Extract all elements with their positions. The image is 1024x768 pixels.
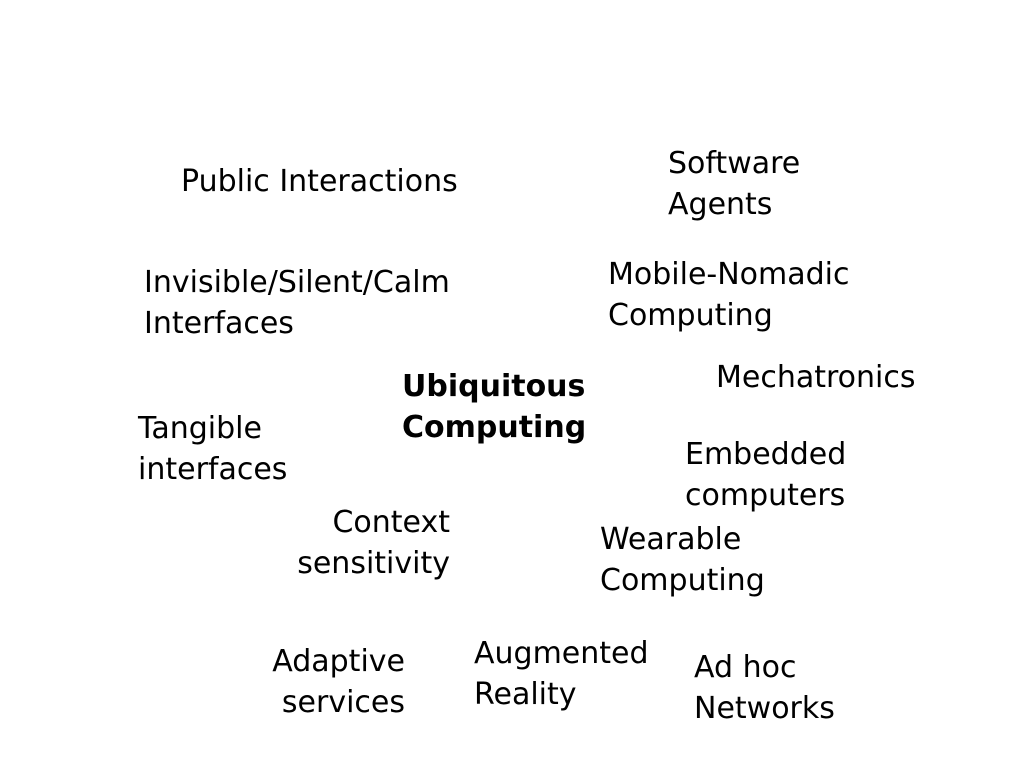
term-line: Augmented xyxy=(474,636,649,671)
term-embedded-computers: Embedded computers xyxy=(685,434,846,516)
term-adaptive-services: Adaptive services xyxy=(235,641,405,723)
term-invisible-interfaces: Invisible/Silent/Calm Interfaces xyxy=(144,262,450,344)
term-line: Computing xyxy=(402,410,587,445)
term-line: interfaces xyxy=(138,452,288,487)
term-augmented-reality: Augmented Reality xyxy=(474,633,649,715)
term-wearable-computing: Wearable Computing xyxy=(600,519,765,601)
term-line: computers xyxy=(685,478,846,513)
term-line: Public Interactions xyxy=(181,164,458,199)
term-line: Agents xyxy=(668,187,773,222)
term-line: Embedded xyxy=(685,437,847,472)
term-software-agents: Software Agents xyxy=(668,143,800,225)
term-line: Adaptive xyxy=(272,644,405,679)
term-line: services xyxy=(281,685,405,720)
term-mechatronics: Mechatronics xyxy=(716,357,916,398)
term-line: Wearable xyxy=(600,522,742,557)
term-line: Reality xyxy=(474,677,577,712)
term-line: Invisible/Silent/Calm xyxy=(144,265,450,300)
term-mobile-nomadic-computing: Mobile-Nomadic Computing xyxy=(608,254,850,336)
term-line: Interfaces xyxy=(144,306,294,341)
term-public-interactions: Public Interactions xyxy=(181,161,458,202)
term-line: Ad hoc xyxy=(694,650,797,685)
term-line: Computing xyxy=(600,563,765,598)
term-line: Context xyxy=(332,505,450,540)
term-ad-hoc-networks: Ad hoc Networks xyxy=(694,647,835,729)
term-line: Ubiquitous xyxy=(402,369,586,404)
term-line: Networks xyxy=(694,691,835,726)
term-context-sensitivity: Context sensitivity xyxy=(260,502,450,584)
term-line: sensitivity xyxy=(297,546,450,581)
term-tangible-interfaces: Tangible interfaces xyxy=(138,408,287,490)
term-line: Mobile-Nomadic xyxy=(608,257,850,292)
center-term-ubiquitous-computing: Ubiquitous Computing xyxy=(402,366,586,448)
term-line: Mechatronics xyxy=(716,360,916,395)
term-line: Computing xyxy=(608,298,773,333)
term-line: Tangible xyxy=(138,411,262,446)
term-line: Software xyxy=(668,146,801,181)
